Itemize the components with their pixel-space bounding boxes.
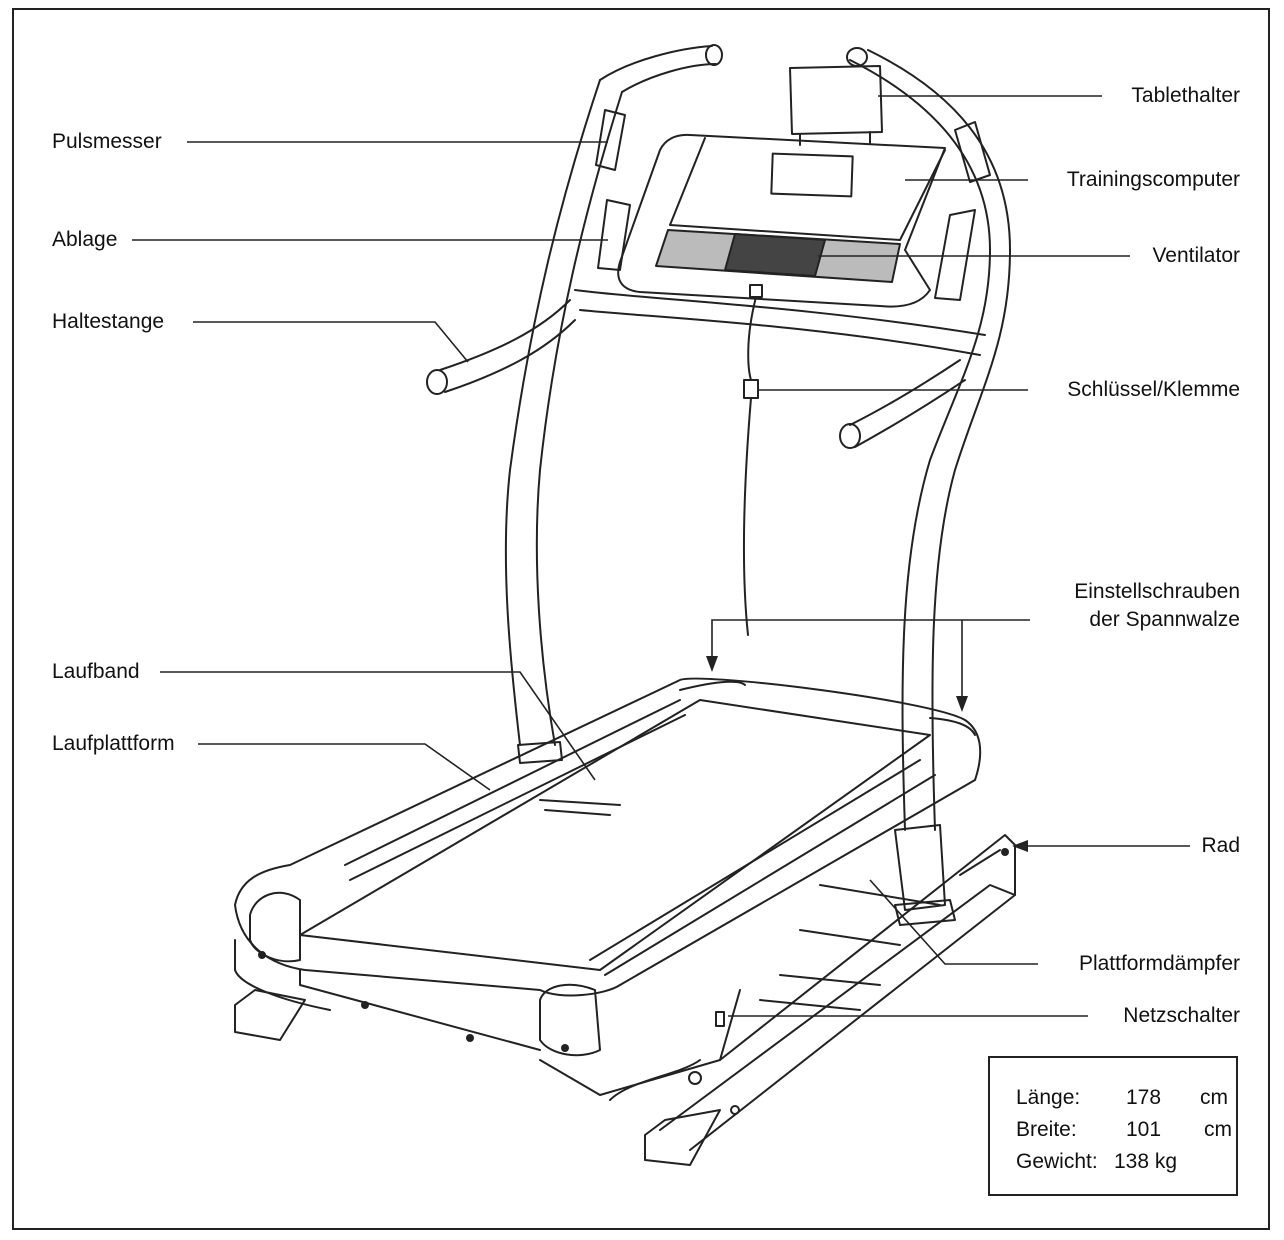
console — [617, 133, 946, 308]
spec-unit: cm — [1200, 1086, 1228, 1109]
leader-plattformdaempfer — [869, 879, 1038, 965]
spec-label: Breite: — [1016, 1118, 1077, 1141]
label-netzschalter: Netzschalter — [1123, 1004, 1240, 1027]
label-tablethalter: Tablethalter — [1131, 84, 1240, 107]
label-haltestange: Haltestange — [52, 310, 165, 333]
label-trainingscomputer: Trainingscomputer — [1066, 168, 1240, 191]
spec-value: 138 kg — [1114, 1150, 1178, 1173]
leader-einstell — [711, 619, 1030, 660]
label-ablage: Ablage — [52, 228, 118, 251]
label-spannwalze: der Spannwalze — [1089, 608, 1240, 631]
spec-box: Länge: 178 cm Breite: 101 cm Gewicht: 13… — [988, 1056, 1238, 1196]
arrow-einstell-left — [706, 656, 718, 672]
figure-frame — [12, 8, 1270, 1230]
arrow-einstell-right — [956, 696, 968, 712]
left-upright — [504, 79, 601, 746]
label-pulsmesser: Pulsmesser — [52, 130, 162, 153]
arrow-rad — [1012, 840, 1028, 852]
spec-label: Gewicht: — [1016, 1150, 1098, 1173]
right-upright — [849, 59, 991, 831]
belt — [299, 699, 931, 971]
spec-label: Länge: — [1016, 1086, 1081, 1109]
spec-unit: cm — [1204, 1118, 1232, 1141]
leader-laufplattform — [198, 743, 491, 791]
leader-haltestange — [193, 321, 469, 363]
label-laufplattform: Laufplattform — [52, 732, 175, 755]
label-plattformdaempfer: Plattformdämpfer — [1078, 952, 1240, 975]
label-laufband: Laufband — [52, 660, 140, 683]
leader-laufband — [160, 671, 596, 781]
deck — [234, 677, 982, 997]
spec-value: 101 — [1126, 1118, 1162, 1141]
label-einstellschrauben: Einstellschrauben — [1074, 580, 1240, 603]
label-rad: Rad — [1201, 834, 1240, 857]
label-schluessel-klemme: Schlüssel/Klemme — [1067, 378, 1240, 401]
label-ventilator: Ventilator — [1152, 244, 1240, 267]
spec-value: 178 — [1126, 1086, 1162, 1109]
